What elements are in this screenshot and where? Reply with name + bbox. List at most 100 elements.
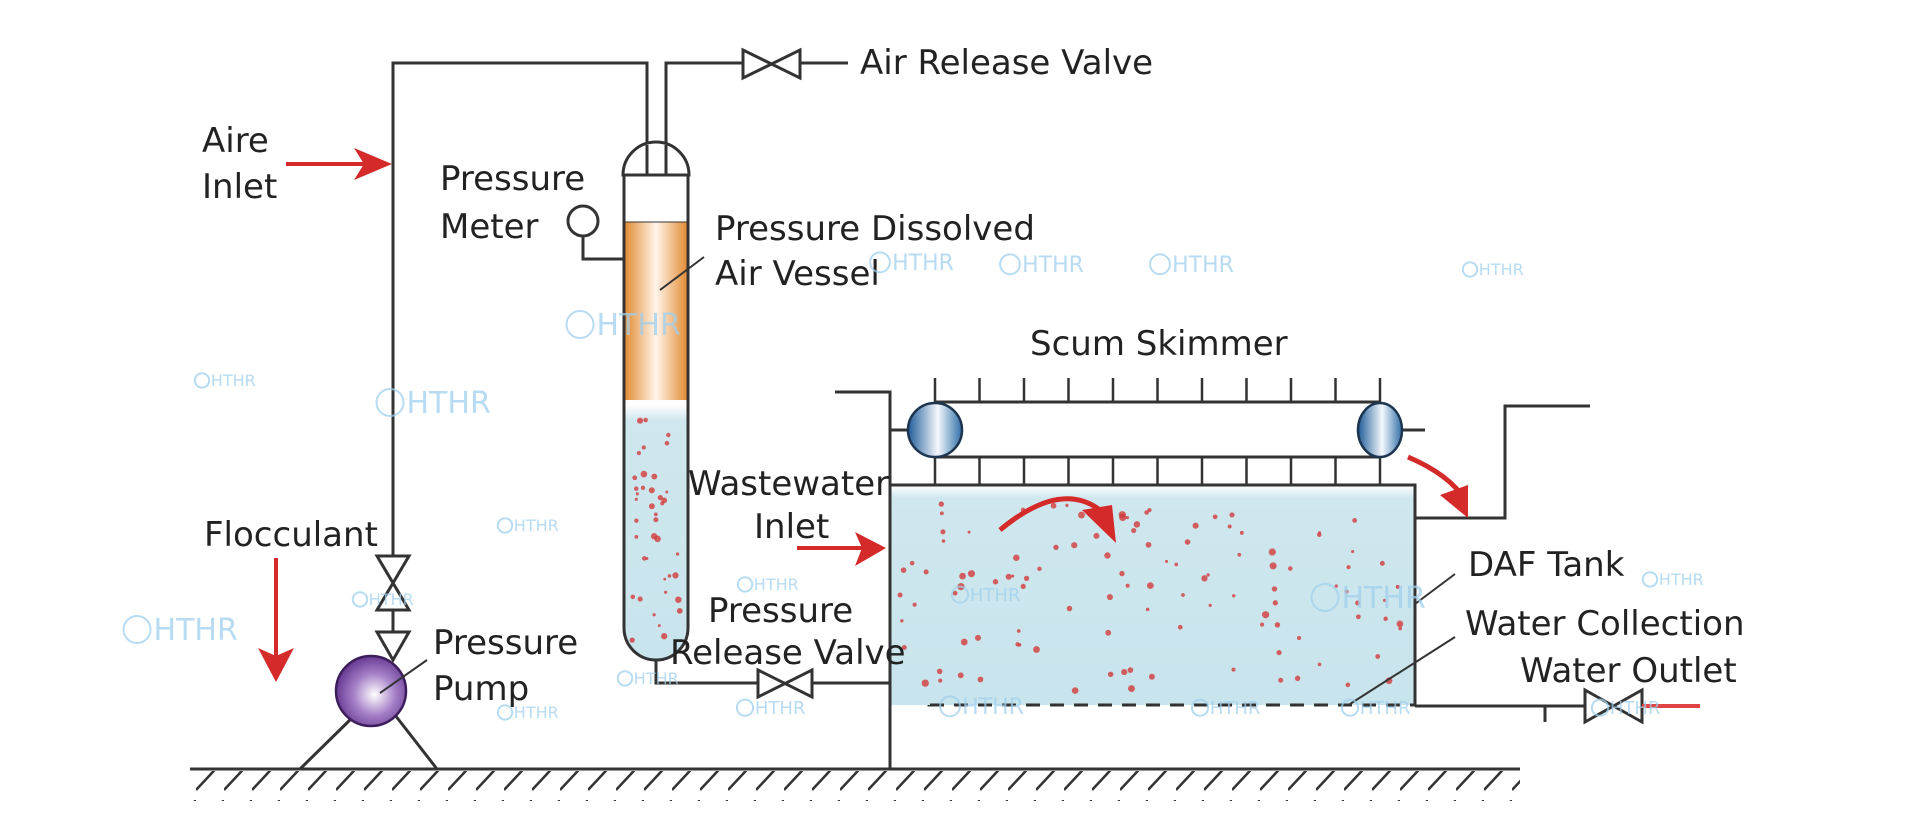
pressure-release-valve-icon[interactable] [756, 667, 814, 700]
floc-particle [1105, 629, 1112, 636]
floc-particle [1231, 667, 1236, 672]
watermark-text: HTHR [962, 695, 1024, 720]
floc-particle [1093, 532, 1100, 539]
floc-particle [921, 679, 929, 687]
floc-particle [936, 668, 943, 675]
pressure-release-valve-label-line2: Release Valve [670, 633, 906, 673]
pressure-meter-icon [566, 204, 624, 261]
floc-particle [1013, 554, 1020, 561]
air-release-valve-icon[interactable] [741, 47, 802, 81]
floc-particle [960, 638, 968, 646]
floc-particle [634, 518, 639, 523]
floc-particle [1296, 635, 1302, 641]
floc-particle [1128, 685, 1135, 693]
watermark-logo: HTHR [950, 585, 1020, 606]
skimmer-paddles-bottom [933, 457, 1382, 485]
check-valve-icon [374, 630, 412, 664]
flocculant-label: Flocculant [204, 515, 378, 555]
floc-particle [675, 552, 680, 556]
watermark-text: HTHR [1342, 581, 1426, 616]
floc-particle [657, 494, 663, 501]
flocculant-valve-icon[interactable] [374, 554, 412, 612]
floc-particle [1005, 573, 1012, 580]
watermark-logo: HTHR [496, 516, 559, 535]
air-release-valve-label: Air Release Valve [860, 43, 1153, 83]
floc-particle [1269, 562, 1277, 570]
vessel-label-line1: Pressure Dissolved [715, 209, 1035, 249]
watermark-logo: HTHR [1310, 581, 1426, 616]
watermark-logo: HTHR [939, 695, 1024, 720]
floc-particle [667, 574, 672, 578]
watermark-logo: HTHR [1461, 260, 1524, 279]
floc-particle [1344, 589, 1349, 594]
floc-particle [1382, 598, 1387, 602]
floc-particle [967, 570, 975, 578]
floc-particle [1352, 518, 1357, 523]
wastewater-inlet-label-line2: Inlet [754, 507, 829, 547]
watermark-logo: HTHR [351, 590, 414, 609]
watermark-logo: HTHR [869, 251, 954, 276]
watermark-text: HTHR [1659, 570, 1704, 589]
floc-particle [664, 440, 670, 446]
floc-particle [1351, 550, 1355, 554]
floc-particle [1396, 620, 1404, 628]
floc-particle [1033, 646, 1040, 653]
floc-particle [897, 592, 903, 598]
floc-particle [1294, 675, 1301, 682]
watermark-text: HTHR [1479, 260, 1524, 279]
floc-particle [967, 530, 971, 534]
skimmer-paddles-top [933, 378, 1382, 402]
floc-particle [909, 560, 915, 566]
floc-particle [1066, 605, 1073, 612]
tank-flow-arrow-icon [998, 496, 1116, 543]
floc-particle [1071, 542, 1078, 549]
floc-particle [636, 417, 644, 424]
floc-particle [1227, 524, 1232, 529]
daf-tank-label: DAF Tank [1468, 545, 1625, 585]
floc-particle [938, 678, 943, 683]
floc-particle [648, 503, 655, 510]
floc-particle [1011, 574, 1015, 578]
watermark-text: HTHR [1022, 253, 1084, 278]
floc-particle [648, 487, 655, 494]
ground [190, 767, 1520, 801]
floc-particle [1208, 603, 1212, 607]
floc-particle [1147, 582, 1154, 589]
floc-particle [1148, 673, 1155, 680]
watermark-text: HTHR [154, 613, 238, 648]
floc-particle [629, 637, 635, 643]
floc-particle [1023, 575, 1030, 582]
floc-particle [952, 590, 958, 596]
pressure-pump-icon [298, 654, 439, 771]
watermark-logo: HTHR [1641, 570, 1704, 589]
water-outlet-valve-icon[interactable] [1583, 687, 1644, 725]
watermark-text: HTHR [211, 371, 256, 390]
floc-particle [633, 486, 639, 491]
scum-skimmer-label: Scum Skimmer [1030, 324, 1288, 364]
floc-particle [635, 492, 640, 496]
floc-particle [1239, 530, 1244, 535]
floc-particle [1125, 583, 1130, 588]
flocculant-arrow-icon [258, 558, 294, 682]
watermark-logo: HTHR [1590, 698, 1660, 719]
floc-particle [642, 556, 647, 561]
floc-particle [1345, 682, 1351, 688]
watermark-text: HTHR [755, 698, 806, 719]
floc-particle [1237, 552, 1242, 557]
floc-particle [992, 579, 999, 585]
floc-particle [1181, 593, 1185, 597]
floc-particle [1395, 584, 1400, 589]
watermark-text: HTHR [514, 703, 559, 722]
floc-particle [651, 473, 658, 480]
floc-particle [1118, 511, 1126, 519]
air-inlet-label-line2: Inlet [202, 167, 277, 207]
floc-particle [1278, 677, 1284, 683]
watermark-logo: HTHR [1340, 698, 1410, 719]
wastewater-inlet-label-line1: Wastewater [688, 464, 889, 504]
pressure-release-valve-label-line1: Pressure [708, 591, 853, 631]
floc-particle [640, 485, 646, 491]
floc-particle [977, 676, 984, 683]
floc-particle [939, 511, 944, 516]
floc-particle [1053, 544, 1059, 550]
